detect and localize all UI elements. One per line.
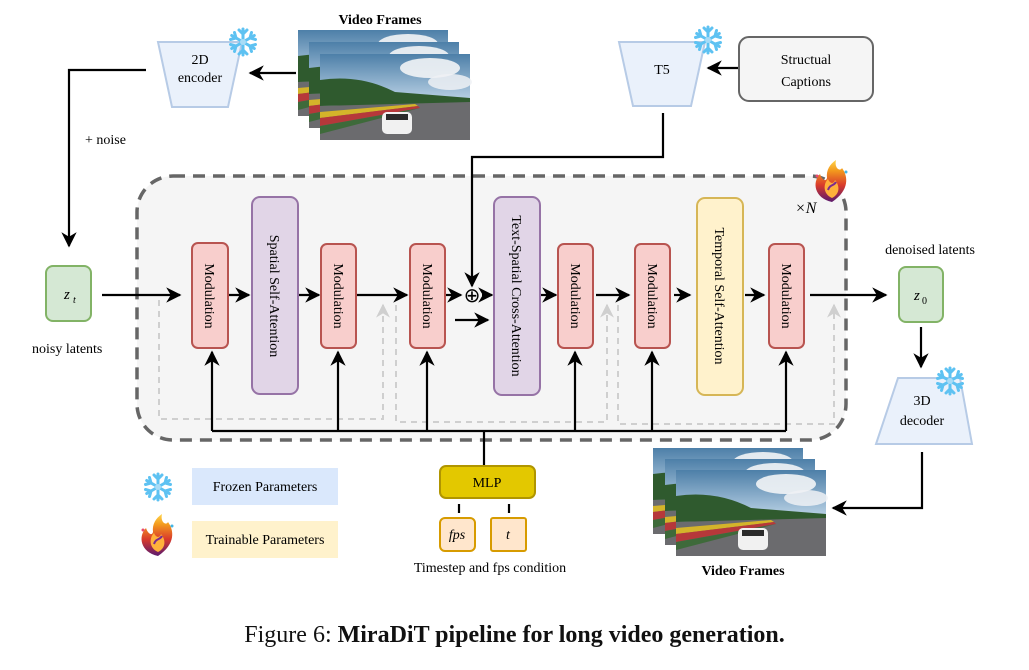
modulation-block: Modulation — [409, 243, 446, 349]
noisy-latent-node: z t — [45, 265, 92, 322]
svg-text:t: t — [73, 295, 76, 306]
decoder-to-frames-arrow — [831, 452, 924, 516]
svg-text:Modulation: Modulation — [567, 263, 582, 328]
svg-text:z: z — [913, 288, 920, 304]
svg-text:MLP: MLP — [473, 476, 502, 491]
svg-text:Spatial Self-Attention: Spatial Self-Attention — [266, 235, 281, 357]
svg-text:T5: T5 — [654, 63, 670, 78]
noise-label: + noise — [85, 133, 126, 148]
mlp-block: MLP — [439, 465, 536, 499]
modulation-block: Modulation — [320, 243, 357, 349]
modulation-block: Modulation — [634, 243, 671, 349]
svg-text:0: 0 — [922, 296, 927, 307]
legend-snowflake-icon — [144, 472, 172, 502]
svg-text:Temporal Self-Attention: Temporal Self-Attention — [711, 227, 726, 364]
svg-text:encoder: encoder — [178, 71, 223, 86]
svg-text:Structual: Structual — [781, 53, 832, 68]
legend-flame-icon — [140, 513, 175, 557]
svg-text:z: z — [63, 287, 70, 303]
svg-text:Modulation: Modulation — [201, 263, 216, 328]
repeat-n-label: ×N — [795, 200, 818, 217]
svg-text:Frozen Parameters: Frozen Parameters — [213, 480, 318, 495]
video-frames-output — [653, 448, 828, 556]
denoised-latents-label: denoised latents — [885, 243, 975, 258]
t5-to-add-arrow — [464, 113, 665, 288]
svg-text:Modulation: Modulation — [419, 263, 434, 328]
text-spatial-cross-attention-block: Text-Spatial Cross-Attention — [493, 196, 541, 396]
modulation-block: Modulation — [768, 243, 805, 349]
2d-encoder: 2D encoder — [156, 41, 244, 108]
timestep-input-node: t — [490, 517, 527, 552]
svg-text:Trainable Parameters: Trainable Parameters — [206, 533, 325, 548]
structural-captions-box: Structual Captions — [738, 36, 874, 102]
frozen-snowflake-icon — [694, 25, 722, 55]
video-frames-bottom-label: Video Frames — [701, 564, 785, 579]
legend-frozen: Frozen Parameters — [192, 468, 338, 505]
svg-text:2D: 2D — [191, 53, 208, 68]
caption-prefix: Figure 6: — [244, 622, 332, 648]
modulation-block: Modulation — [191, 242, 229, 349]
encoder-to-latent-arrow — [61, 68, 146, 248]
temporal-self-attention-block: Temporal Self-Attention — [696, 197, 744, 396]
conditioning-bus — [204, 350, 794, 466]
svg-text:Captions: Captions — [781, 75, 831, 90]
add-operator-icon: ⊕ — [464, 283, 481, 307]
conditioning-label: Timestep and fps condition — [414, 561, 566, 576]
svg-text:Text-Spatial Cross-Attention: Text-Spatial Cross-Attention — [508, 215, 523, 376]
svg-text:t: t — [506, 528, 511, 543]
denoised-latent-node: z 0 — [898, 266, 944, 323]
svg-text:3D: 3D — [913, 394, 930, 409]
svg-text:Modulation: Modulation — [644, 263, 659, 328]
fps-input-node: fps — [439, 517, 476, 552]
t5-text-encoder: T5 — [617, 41, 707, 107]
residual-paths — [158, 300, 841, 425]
figure-caption: Figure 6: MiraDiT pipeline for long vide… — [0, 622, 1029, 649]
main-flow-arrows — [102, 287, 888, 328]
spatial-self-attention-block: Spatial Self-Attention — [251, 196, 299, 395]
svg-text:fps: fps — [449, 528, 466, 543]
legend-trainable: Trainable Parameters — [192, 521, 338, 558]
noisy-latents-label: noisy latents — [32, 342, 102, 357]
svg-text:decoder: decoder — [900, 414, 945, 429]
caption-title: MiraDiT pipeline for long video generati… — [337, 622, 785, 648]
video-frames-top-label: Video Frames — [338, 13, 422, 28]
video-frames-input — [298, 30, 472, 140]
trainable-flame-icon — [814, 159, 849, 203]
svg-text:Modulation: Modulation — [330, 263, 345, 328]
modulation-block: Modulation — [557, 243, 594, 349]
svg-text:Modulation: Modulation — [778, 263, 793, 328]
transformer-block-container — [135, 174, 848, 442]
